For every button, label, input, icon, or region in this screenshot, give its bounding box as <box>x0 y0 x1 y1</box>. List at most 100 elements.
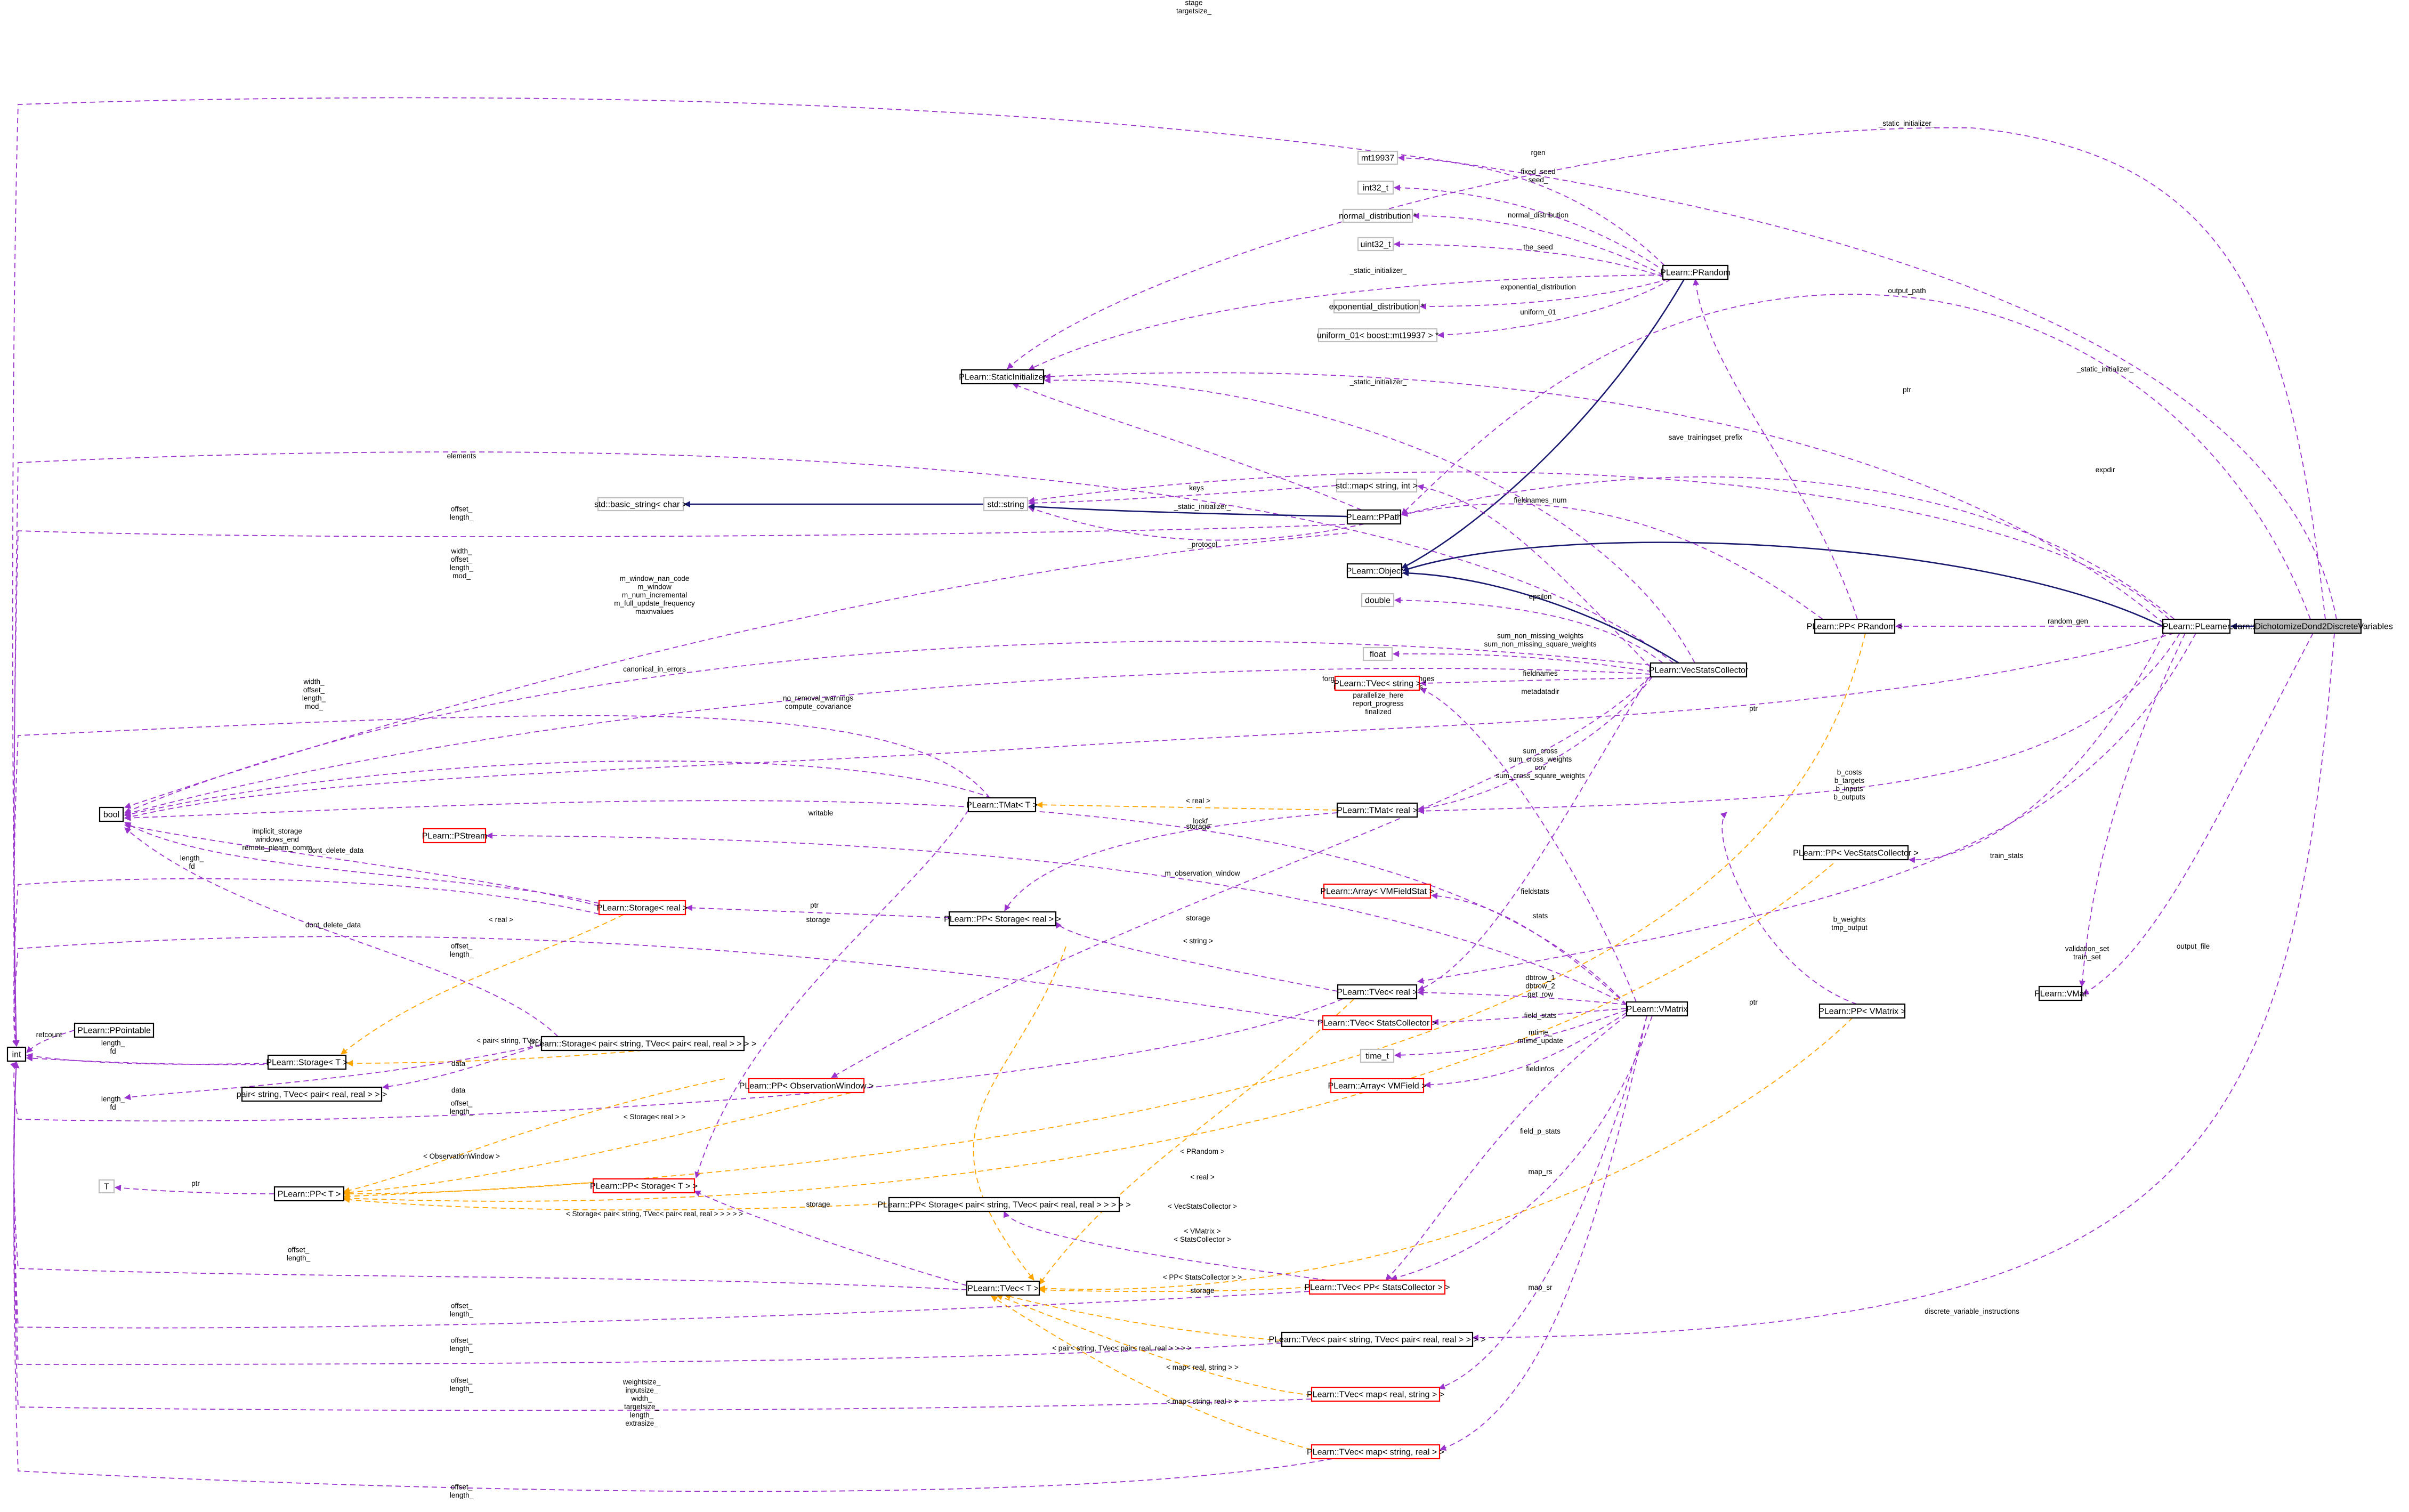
edge-label: rgen <box>1531 149 1545 157</box>
class-node-pp-t[interactable]: PLearn::PP< T > <box>273 1186 345 1202</box>
class-node-label: PLearn::TMat< real > <box>1337 806 1417 815</box>
class-node-label: PLearn::Array< VMFieldStat > <box>1320 887 1434 896</box>
template-edge <box>1039 1287 1310 1293</box>
template-edge <box>341 914 624 1055</box>
usage-edge <box>13 1062 1333 1492</box>
edge-label: < real > <box>1186 797 1210 805</box>
class-node-tvec-pair[interactable]: PLearn::TVec< pair< string, TVec< pair< … <box>1268 1331 1486 1347</box>
class-node-label: PLearn::TVec< T > <box>967 1284 1039 1293</box>
class-node-array-vmfs[interactable]: PLearn::Array< VMFieldStat > <box>1320 883 1434 899</box>
class-node-label: pair< string, TVec< pair< real, real > >… <box>237 1090 387 1099</box>
class-node-plearner[interactable]: PLearn::PLearner <box>2162 618 2231 634</box>
class-node-float: float <box>1362 646 1393 661</box>
class-node-storage-pair[interactable]: PLearn::Storage< pair< string, TVec< pai… <box>529 1036 757 1052</box>
edge-label: elements <box>447 452 476 460</box>
edge-label: < Storage< real > > <box>624 1113 685 1121</box>
edge-label: storage <box>1186 914 1210 922</box>
edge-label: ptr <box>1903 386 1911 394</box>
class-node-storage-real[interactable]: PLearn::Storage< real > <box>597 900 688 916</box>
usage-edge <box>1028 506 1365 541</box>
usage-edge <box>1398 155 1665 266</box>
class-node-tmat-t[interactable]: PLearn::TMat< T > <box>966 797 1038 813</box>
class-node-int[interactable]: int <box>6 1046 27 1062</box>
class-node-pair-type[interactable]: pair< string, TVec< pair< real, real > >… <box>237 1086 387 1102</box>
edge-label: map_rs <box>1528 1168 1552 1176</box>
edge-label: _static_initializer_ <box>1878 119 1936 127</box>
usage-edge <box>2082 633 2314 995</box>
class-node-ppath[interactable]: PLearn::PPath <box>1346 509 1402 525</box>
class-node-mapstrint: std::map< string, int > <box>1336 478 1418 493</box>
template-edge <box>996 1294 1312 1396</box>
class-node-pp-vmatrix[interactable]: PLearn::PP< VMatrix > <box>1818 1003 1906 1019</box>
class-node-vmatrix[interactable]: PLearn::VMatrix <box>1626 1001 1688 1017</box>
class-node-vmat[interactable]: PLearn::VMat <box>2034 985 2087 1001</box>
usage-edge <box>124 633 2175 820</box>
class-node-label: PLearn::TVec< pair< string, TVec< pair< … <box>1268 1336 1485 1345</box>
usage-edge <box>2079 633 2186 987</box>
class-node-label: PLearn::TVec< PP< StatsCollector > > <box>1304 1283 1450 1292</box>
class-node-bool[interactable]: bool <box>99 806 124 822</box>
class-node-ppointable[interactable]: PLearn::PPointable <box>74 1022 155 1038</box>
edge-label: keys <box>1189 484 1204 492</box>
edge-label: width_offset_length_mod_ <box>450 547 474 580</box>
class-node-tvec-pp-sc[interactable]: PLearn::TVec< PP< StatsCollector > > <box>1304 1279 1450 1295</box>
class-node-stdstring: std::string <box>983 497 1029 512</box>
class-node-pp-vsc[interactable]: PLearn::PP< VecStatsCollector > <box>1793 845 1919 861</box>
usage-edge <box>1418 633 2180 814</box>
class-node-object[interactable]: PLearn::Object <box>1346 563 1403 579</box>
class-node-label: PLearn::StaticInitializer <box>959 373 1046 382</box>
template-edge <box>1039 999 1354 1285</box>
template-edge <box>346 1050 643 1066</box>
class-node-pstream[interactable]: PLearn::PStream <box>422 828 488 844</box>
class-node-label: PLearn::PLearner <box>2163 622 2230 632</box>
edge-label: ptr <box>1749 998 1758 1006</box>
class-node-array-vmf[interactable]: PLearn::Array< VMField > <box>1328 1078 1427 1094</box>
edge-label: < VecStatsCollector > <box>1168 1202 1237 1210</box>
usage-edge <box>124 800 1627 1005</box>
class-node-label: std::basic_string< char > <box>594 500 687 510</box>
usage-edge <box>124 761 992 818</box>
edge-label: < Storage< pair< string, TVec< pair< rea… <box>566 1210 743 1218</box>
usage-edge <box>26 1030 75 1053</box>
class-node-pprandom-pp[interactable]: PLearn::PP< PRandom > <box>1807 618 1903 634</box>
class-node-tvec-real[interactable]: PLearn::TVec< real > <box>1337 984 1418 1000</box>
usage-edge <box>124 668 1651 816</box>
class-node-pp-storage-real[interactable]: PLearn::PP< Storage< real > > <box>944 911 1061 927</box>
usage-edge <box>13 1062 1282 1365</box>
usage-edge <box>13 1062 1310 1329</box>
class-node-tvec-string[interactable]: PLearn::TVec< string > <box>1333 675 1421 691</box>
usage-edge <box>1394 184 1666 272</box>
usage-edge <box>12 97 2337 1047</box>
class-node-pp-storage-pair[interactable]: PLearn::PP< Storage< pair< string, TVec<… <box>877 1196 1131 1212</box>
class-node-label: time_t <box>1365 1052 1389 1061</box>
edge-label: offset_length_ <box>450 1377 474 1393</box>
class-node-prandom[interactable]: PLearn::PRandom <box>1660 264 1731 280</box>
class-node-storage-t[interactable]: PLearn::Storage< T > <box>266 1054 348 1070</box>
edge-label: m_observation_window <box>1165 869 1240 877</box>
usage-edge <box>26 1053 269 1065</box>
class-node-tvec-map-rs[interactable]: PLearn::TVec< map< real, string > > <box>1307 1386 1444 1402</box>
class-node-label: PLearn::PP< VecStatsCollector > <box>1793 849 1919 858</box>
edge-label: length_fd <box>101 1095 125 1112</box>
class-node-vsc[interactable]: PLearn::VecStatsCollector <box>1649 662 1749 678</box>
class-node-normal-dist: normal_distribution * <box>1339 208 1417 223</box>
class-node-staticinit[interactable]: PLearn::StaticInitializer <box>959 369 1046 385</box>
inheritance-edge <box>1401 279 1685 569</box>
class-node-tvec-t[interactable]: PLearn::TVec< T > <box>966 1280 1040 1296</box>
usage-edge <box>1028 274 1663 370</box>
class-node-dcdv[interactable]: PLearn::DichotomizeDond2DiscreteVariable… <box>2222 618 2393 634</box>
class-node-tvec-map-sr[interactable]: PLearn::TVec< map< string, real > > <box>1307 1444 1444 1460</box>
class-node-label: mt19937 <box>1361 154 1394 163</box>
usage-edge <box>1693 279 1858 620</box>
usage-edge <box>1394 241 1664 278</box>
class-node-tvec-sc[interactable]: PLearn::TVec< StatsCollector > <box>1317 1015 1437 1031</box>
class-node-pp-storage-t[interactable]: PLearn::PP< Storage< T > > <box>590 1178 698 1194</box>
usage-edge <box>1393 650 1653 672</box>
class-node-pp-obswin[interactable]: PLearn::PP< ObservationWindow > <box>739 1078 874 1094</box>
usage-edge <box>1044 377 1695 664</box>
usage-edge <box>1417 989 1627 1005</box>
usage-edge <box>1055 921 1338 992</box>
class-node-tmat-real[interactable]: PLearn::TMat< real > <box>1336 802 1418 818</box>
edge-label: < ObservationWindow > <box>423 1152 500 1160</box>
